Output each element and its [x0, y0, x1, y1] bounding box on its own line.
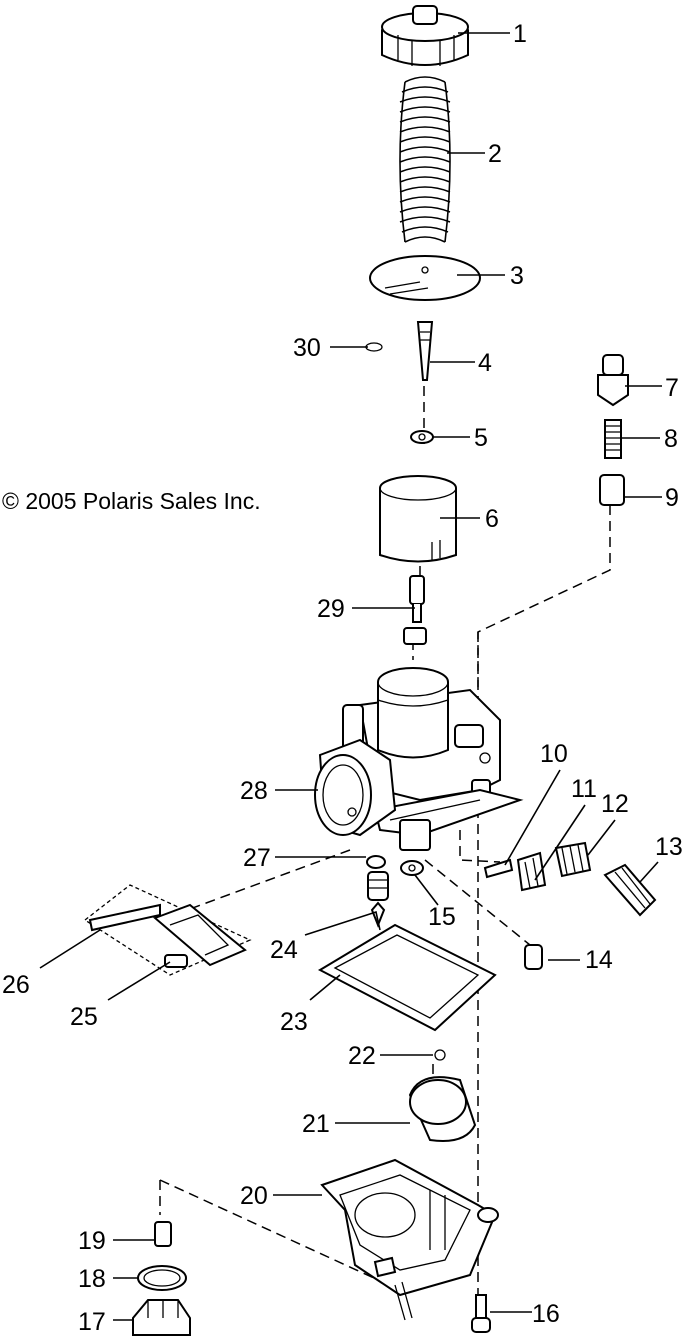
- callout-10: 10: [540, 740, 568, 768]
- part-screws-10-13: [483, 841, 657, 917]
- callout-14: 14: [585, 946, 613, 974]
- callout-18: 18: [78, 1265, 106, 1293]
- part-needle: [416, 321, 434, 381]
- part-bolt: [471, 1294, 491, 1333]
- part-float: [408, 1049, 477, 1142]
- part-drain-plug: [524, 944, 543, 970]
- part-throttle-slide: [379, 475, 457, 563]
- callout-13: 13: [655, 833, 683, 861]
- part-float-arm: [83, 884, 252, 976]
- part-plate: [369, 255, 481, 301]
- callout-16: 16: [532, 1300, 560, 1328]
- copyright-text: © 2005 Polaris Sales Inc.: [2, 488, 261, 514]
- callout-11: 11: [571, 775, 597, 803]
- callout-27: 27: [243, 844, 271, 872]
- callout-2: 2: [488, 140, 502, 168]
- callout-23: 23: [280, 1008, 308, 1036]
- callout-12: 12: [601, 790, 629, 818]
- callout-21: 21: [302, 1110, 330, 1138]
- callout-7: 7: [665, 374, 679, 402]
- callout-20: 20: [240, 1182, 268, 1210]
- part-drain-assembly: [132, 1221, 191, 1336]
- part-washer: [410, 430, 434, 444]
- part-pilot-screw-assembly: [597, 354, 629, 506]
- part-needle-jet: [403, 575, 427, 645]
- callout-5: 5: [474, 424, 488, 452]
- part-o-ring-small: [400, 860, 424, 876]
- callout-22: 22: [348, 1042, 376, 1070]
- part-clip: [365, 342, 383, 352]
- callout-6: 6: [485, 505, 499, 533]
- callout-15: 15: [428, 903, 456, 931]
- callout-30: 30: [293, 334, 321, 362]
- callout-17: 17: [78, 1308, 106, 1336]
- callout-1: 1: [513, 20, 527, 48]
- callout-25: 25: [70, 1003, 98, 1031]
- callout-3: 3: [510, 262, 524, 290]
- callout-29: 29: [317, 595, 345, 623]
- callout-24: 24: [270, 936, 298, 964]
- part-float-bowl: [320, 1158, 499, 1321]
- part-gasket: [317, 923, 497, 1032]
- part-carburetor-body: [314, 667, 524, 851]
- callout-4: 4: [478, 349, 492, 377]
- part-float-valve: [366, 855, 389, 928]
- part-cap: [381, 5, 469, 66]
- callout-28: 28: [240, 777, 268, 805]
- callout-8: 8: [664, 425, 678, 453]
- leader-lines: [39, 32, 662, 1321]
- part-spring: [399, 76, 451, 243]
- callout-labels: 1 2 3 4 5 6 7 8 9 10 11 12 13 14 15 16 1…: [2, 20, 683, 1336]
- callout-19: 19: [78, 1227, 106, 1255]
- callout-26: 26: [2, 971, 30, 999]
- callout-9: 9: [665, 484, 679, 512]
